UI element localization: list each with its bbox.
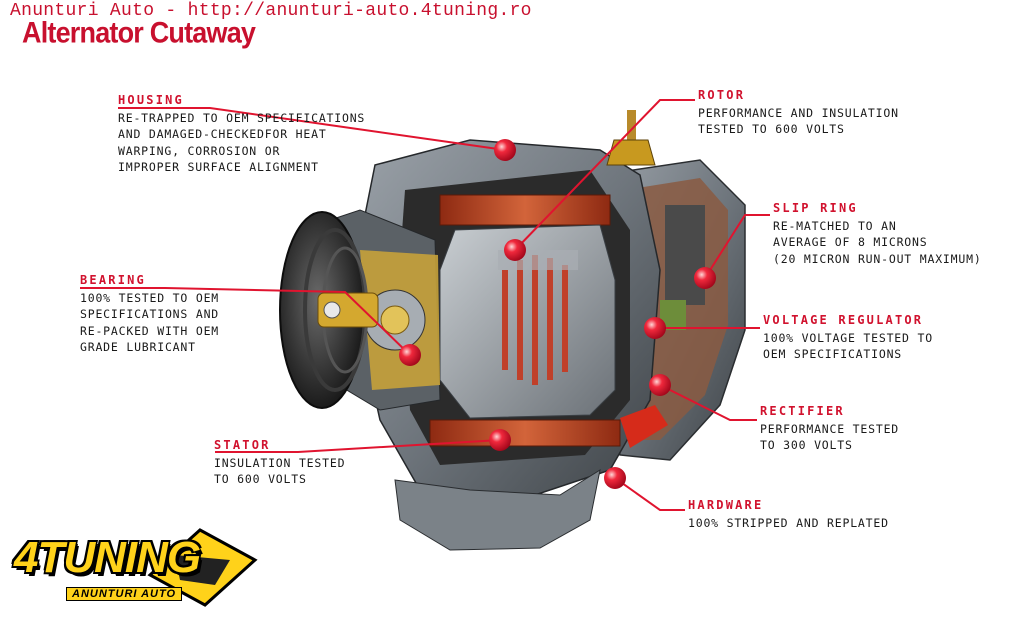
hardware-line: 100% STRIPPED AND REPLATED bbox=[688, 516, 889, 530]
stator-windings bbox=[429, 194, 668, 448]
housing-line: RE-TRAPPED TO OEM SPECIFICATIONS bbox=[118, 111, 366, 125]
slip-ring-heading: SLIP RING bbox=[773, 201, 858, 215]
bearing-heading: BEARING bbox=[80, 273, 146, 287]
logo-tagline: ANUNTURI AUTO bbox=[66, 587, 183, 601]
dot-bearing bbox=[399, 344, 421, 366]
dot-slip-ring bbox=[694, 267, 716, 289]
watermark-text: Anunturi Auto - http://anunturi-auto.4tu… bbox=[10, 1, 532, 21]
leader-rectifier bbox=[659, 384, 757, 421]
leader-lines bbox=[80, 99, 770, 511]
housing-heading: HOUSING bbox=[118, 93, 184, 107]
stator-description: INSULATION TESTED TO 600 VOLTS bbox=[214, 455, 345, 488]
bearing-description: 100% TESTED TO OEM SPECIFICATIONS AND RE… bbox=[80, 290, 219, 355]
logo-brand: 4TUNING bbox=[14, 533, 201, 582]
rectifier-heading: RECTIFIER bbox=[760, 404, 845, 418]
dot-housing bbox=[494, 139, 516, 161]
leader-stator bbox=[215, 439, 501, 453]
housing-line: IMPROPER SURFACE ALIGNMENT bbox=[118, 159, 319, 174]
voltage-regulator-line: 100% VOLTAGE TESTED TO bbox=[763, 331, 933, 345]
pulley bbox=[279, 211, 379, 409]
dot-rectifier bbox=[649, 374, 671, 396]
stator-heading: STATOR bbox=[214, 438, 271, 452]
housing-line: WARPING, CORROSION OR bbox=[118, 143, 281, 158]
leader-hardware bbox=[614, 477, 685, 511]
diagram-title: Alternator Cutaway bbox=[22, 16, 256, 49]
leader-rotor bbox=[514, 99, 695, 251]
slip-ring-description: RE-MATCHED TO AN AVERAGE OF 8 MICRONS (2… bbox=[773, 218, 982, 267]
stator-line: INSULATION TESTED bbox=[214, 456, 346, 470]
dot-rotor bbox=[504, 239, 526, 261]
rotor-line: PERFORMANCE AND INSULATION bbox=[698, 106, 899, 120]
housing-line: AND DAMAGED-CHECKEDFOR HEAT bbox=[118, 127, 327, 142]
slip-ring-line: (20 MICRON RUN-OUT MAXIMUM) bbox=[773, 251, 982, 266]
logo-badge bbox=[147, 528, 258, 607]
rotor-line: TESTED TO 600 VOLTS bbox=[698, 122, 845, 137]
voltage-regulator-heading: VOLTAGE REGULATOR bbox=[763, 313, 924, 327]
leader-bearing bbox=[80, 287, 411, 356]
rectifier-description: PERFORMANCE TESTED TO 300 VOLTS bbox=[760, 421, 899, 454]
rotor-description: PERFORMANCE AND INSULATION TESTED TO 600… bbox=[698, 105, 899, 138]
voltage-regulator-description: 100% VOLTAGE TESTED TO OEM SPECIFICATION… bbox=[763, 330, 933, 363]
slip-ring-line: AVERAGE OF 8 MICRONS bbox=[773, 235, 928, 250]
rectifier-line: PERFORMANCE TESTED bbox=[760, 422, 900, 436]
rotor-heading: ROTOR bbox=[698, 88, 746, 102]
dot-voltage-regulator bbox=[644, 317, 666, 339]
bearing-line: GRADE LUBRICANT bbox=[80, 339, 196, 354]
callout-dots bbox=[399, 139, 716, 489]
housing-description: RE-TRAPPED TO OEM SPECIFICATIONS AND DAM… bbox=[118, 110, 365, 175]
bearing-line: 100% TESTED TO OEM bbox=[80, 291, 220, 305]
hardware-description: 100% STRIPPED AND REPLATED bbox=[688, 515, 889, 531]
bearing-line: RE-PACKED WITH OEM bbox=[80, 323, 220, 338]
rectifier-line: TO 300 VOLTS bbox=[760, 438, 853, 453]
leader-housing bbox=[118, 107, 506, 151]
hardware-heading: HARDWARE bbox=[688, 498, 764, 512]
stator-line: TO 600 VOLTS bbox=[214, 472, 307, 487]
dot-stator bbox=[489, 429, 511, 451]
voltage-regulator-line: OEM SPECIFICATIONS bbox=[763, 347, 903, 362]
terminal-post bbox=[606, 110, 656, 166]
rotor bbox=[439, 224, 616, 419]
bearing-line: SPECIFICATIONS AND bbox=[80, 307, 220, 322]
dot-hardware bbox=[604, 467, 626, 489]
slip-ring-line: RE-MATCHED TO AN bbox=[773, 219, 897, 233]
leader-slip-ring bbox=[704, 214, 770, 279]
